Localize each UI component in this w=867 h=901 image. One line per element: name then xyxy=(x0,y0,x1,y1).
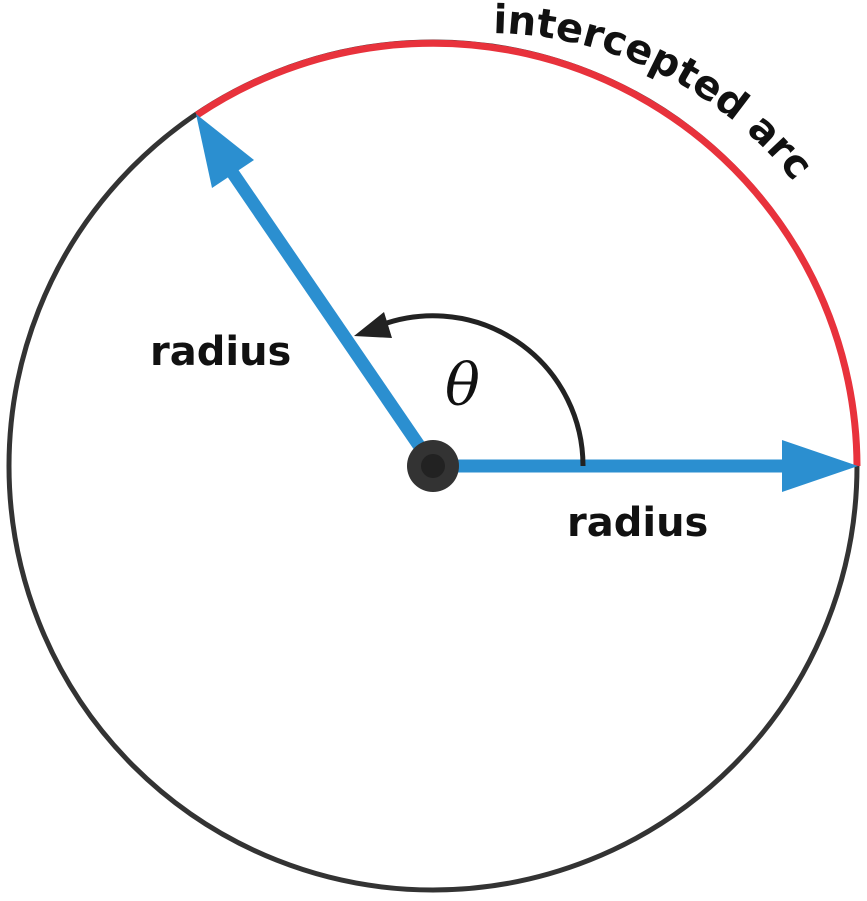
radius-label-lower: radius xyxy=(567,500,708,546)
radius-horizontal-arrowhead xyxy=(782,440,858,492)
radius-label-upper: radius xyxy=(150,329,291,375)
intercepted-arc-label-text: intercepted arc xyxy=(493,0,822,189)
radius-slanted-arrowhead xyxy=(196,114,254,188)
angle-arc xyxy=(375,313,586,467)
angle-theta-label: θ xyxy=(445,351,480,419)
angle-arrowhead xyxy=(354,312,392,338)
radius-slanted-line xyxy=(226,168,439,470)
center-dot-inner xyxy=(421,454,445,478)
intercepted-arc xyxy=(195,39,861,467)
intercepted-arc-label: intercepted arc xyxy=(493,0,822,189)
